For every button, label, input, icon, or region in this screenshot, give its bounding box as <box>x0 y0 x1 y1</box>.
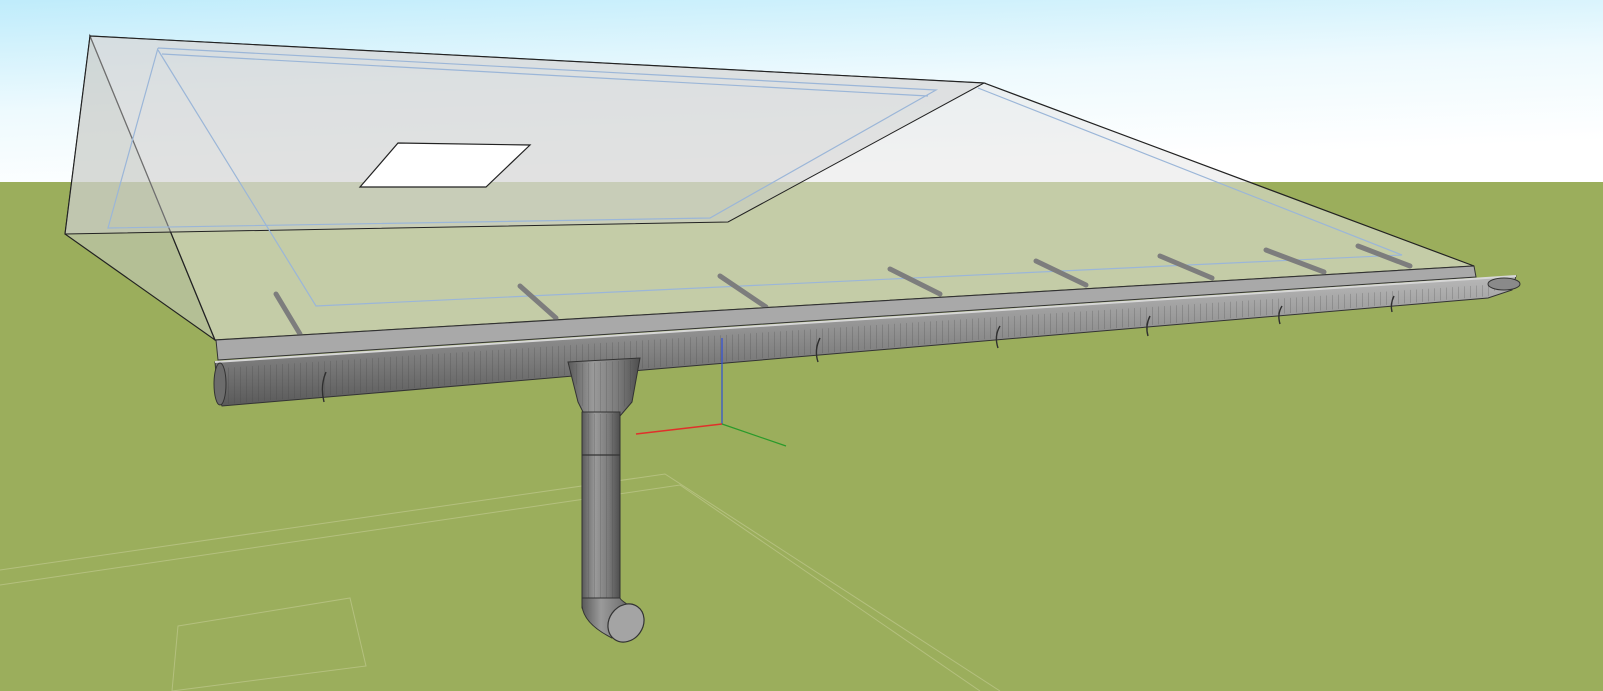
downspout-outlet-flutes <box>572 360 636 416</box>
rafter <box>1263 247 1327 275</box>
rafter <box>517 283 559 321</box>
roof-back-plane <box>64 35 986 235</box>
rafter <box>1355 243 1413 269</box>
green-axis <box>721 423 787 447</box>
gutter-joints <box>321 295 1395 403</box>
red-axis <box>635 423 723 435</box>
rafter <box>887 266 943 297</box>
gutter-end-cap-right[interactable] <box>1487 277 1521 291</box>
downspout-pipe-flutes <box>584 414 618 606</box>
skylight-opening[interactable] <box>358 142 532 188</box>
rafter <box>1033 258 1089 288</box>
roof-inner-frame <box>107 47 1403 307</box>
gutter-flutes <box>222 284 1500 404</box>
downspout-mouth[interactable] <box>601 597 652 649</box>
model-axes <box>635 338 787 447</box>
gutter-end-cap-left[interactable] <box>213 362 227 406</box>
rafters <box>273 243 1413 337</box>
gutter-lip <box>214 275 1517 363</box>
rafter <box>273 291 303 337</box>
ground-guides <box>0 473 1001 691</box>
rafter <box>1157 253 1215 281</box>
fascia-board[interactable] <box>215 265 1477 361</box>
rafter <box>717 273 769 310</box>
